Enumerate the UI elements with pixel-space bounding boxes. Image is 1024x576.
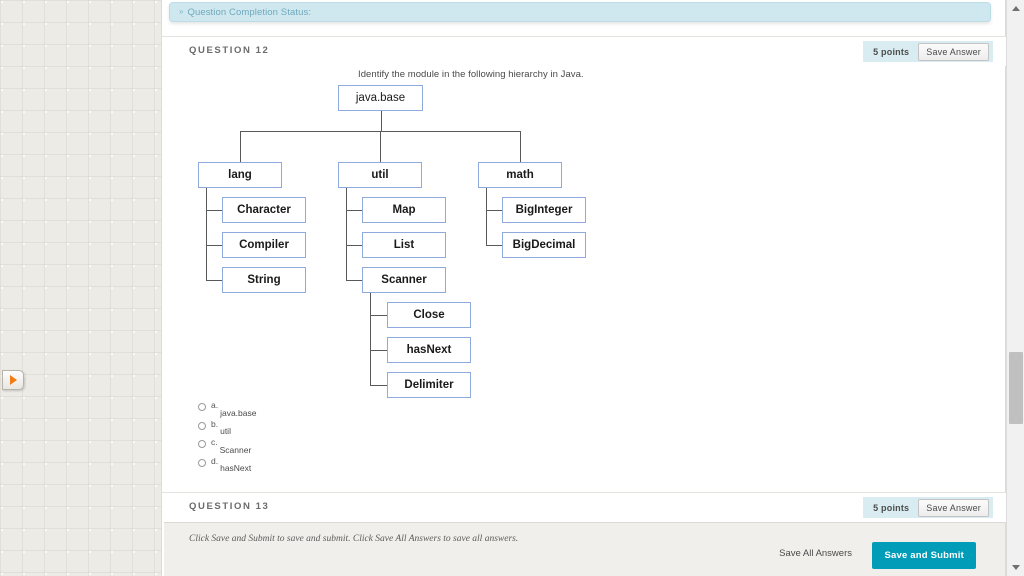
question-12-save-answer-button[interactable]: Save Answer: [918, 42, 989, 61]
save-and-submit-button[interactable]: Save and Submit: [872, 542, 976, 569]
scrollbar-thumb[interactable]: [1009, 352, 1023, 424]
question-12-meta: 5 points Save Answer: [863, 41, 993, 62]
question-13-save-answer-button[interactable]: Save Answer: [918, 498, 989, 517]
option-letter: b.: [211, 418, 219, 429]
play-triangle-icon: [9, 375, 17, 385]
radio-b[interactable]: [198, 421, 206, 430]
radio-d[interactable]: [198, 458, 206, 467]
option-text: util: [220, 426, 231, 436]
option-row-a[interactable]: a.java.base: [198, 400, 256, 419]
question-12-points: 5 points: [873, 46, 910, 57]
sidebar-expand-handle[interactable]: [2, 370, 24, 390]
scroll-down-arrow-icon[interactable]: [1007, 559, 1024, 576]
option-text: java.base: [220, 407, 257, 418]
option-letter: a.: [211, 400, 219, 410]
submit-hint-text: Click Save and Submit to save and submit…: [189, 534, 519, 544]
option-row-b[interactable]: b.util: [198, 419, 256, 438]
question-12-prompt: Identify the module in the following hie…: [358, 69, 584, 80]
question-12-header: QUESTION 12 5 points Save Answer: [162, 36, 1007, 66]
option-row-d[interactable]: d.hasNext: [198, 456, 256, 475]
question-completion-status-bar[interactable]: » Question Completion Status:: [169, 2, 991, 22]
question-12-title: QUESTION 12: [189, 45, 270, 56]
chevron-down-icon: »: [179, 7, 184, 16]
question-content-panel: » Question Completion Status: QUESTION 1…: [161, 0, 1007, 576]
radio-a[interactable]: [198, 403, 206, 411]
question-13-title: QUESTION 13: [189, 501, 270, 512]
question-13-points: 5 points: [873, 502, 910, 513]
radio-c[interactable]: [198, 440, 206, 448]
option-letter: d.: [211, 455, 219, 466]
question-13-meta: 5 points Save Answer: [863, 497, 993, 518]
scroll-up-arrow-icon[interactable]: [1007, 0, 1024, 17]
option-letter: c.: [211, 437, 218, 447]
question-completion-status-label: Question Completion Status:: [187, 6, 312, 18]
question-13-header: QUESTION 13 5 points Save Answer: [162, 492, 1007, 522]
vertical-scrollbar[interactable]: [1006, 0, 1024, 576]
option-row-c[interactable]: c.Scanner: [198, 437, 256, 456]
submit-bar: Click Save and Submit to save and submit…: [164, 522, 1005, 576]
option-text: Scanner: [219, 444, 252, 455]
option-text: hasNext: [220, 463, 252, 473]
save-all-answers-button[interactable]: Save All Answers: [779, 548, 852, 559]
